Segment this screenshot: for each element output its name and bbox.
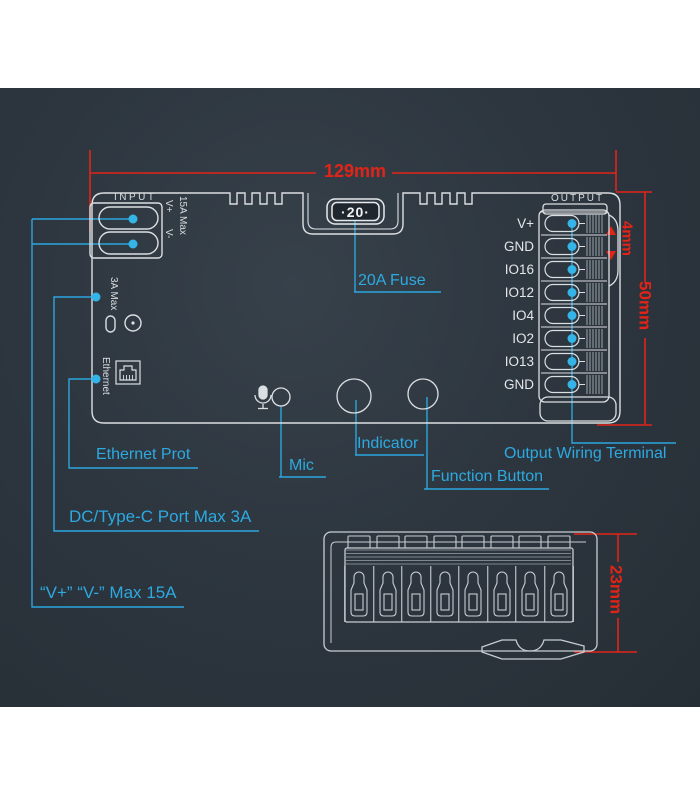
board-outline xyxy=(91,192,621,424)
callout-usb: DC/Type-C Port Max 3A xyxy=(69,507,252,526)
input-pin-positive-label: V+ xyxy=(163,200,174,213)
terminal-label: IO13 xyxy=(504,354,534,369)
mic-hole xyxy=(271,387,291,407)
marker-dots xyxy=(91,214,138,384)
terminal-label: IO12 xyxy=(504,285,534,300)
dc-jack-icon xyxy=(124,314,142,332)
callout-ethernet: Ethernet Prot xyxy=(96,446,191,463)
usb-rating-label: 3A Max xyxy=(108,277,119,311)
indicator-led xyxy=(336,378,372,414)
usb-c-port-icon xyxy=(105,315,116,333)
input-connector xyxy=(89,202,163,259)
terminal-label: IO2 xyxy=(512,331,534,346)
terminal-label: IO4 xyxy=(512,308,534,323)
fuse xyxy=(326,198,385,225)
input-rating-label: 15A Max xyxy=(177,196,188,235)
callout-mic: Mic xyxy=(289,457,314,474)
dimension-height: 50mm xyxy=(635,281,655,331)
dimension-depth: 23mm xyxy=(606,565,626,615)
callout-indicator: Indicator xyxy=(357,435,419,452)
output-terminal-block xyxy=(538,203,619,422)
dimension-pitch: 4mm xyxy=(618,221,636,257)
terminal-label: IO16 xyxy=(504,262,534,277)
mounting-clip xyxy=(481,639,585,660)
fuse-value: ·20· xyxy=(341,204,370,220)
dimension-width: 129mm xyxy=(323,161,387,181)
terminal-label: V+ xyxy=(517,216,534,231)
input-label: INPUT xyxy=(114,192,157,203)
input-pin-negative-label: V- xyxy=(163,229,174,239)
mic-icon xyxy=(254,385,272,410)
terminal-side-view xyxy=(323,531,598,660)
terminal-label: GND xyxy=(504,377,534,392)
output-terminal-slots xyxy=(540,211,608,395)
callout-fuse: 20A Fuse xyxy=(358,272,426,289)
callout-power-input: “V+” “V-” Max 15A xyxy=(40,583,177,602)
callout-output-terminal: Output Wiring Terminal xyxy=(504,445,667,462)
function-button-circle[interactable] xyxy=(407,378,439,410)
dimension-lines xyxy=(89,150,652,653)
ethernet-port-label: Ethernet xyxy=(100,357,111,395)
ethernet-icon xyxy=(115,360,141,385)
terminal-label: GND xyxy=(504,239,534,254)
output-label: OUTPUT xyxy=(551,193,605,204)
callout-function-button: Function Button xyxy=(431,468,544,485)
